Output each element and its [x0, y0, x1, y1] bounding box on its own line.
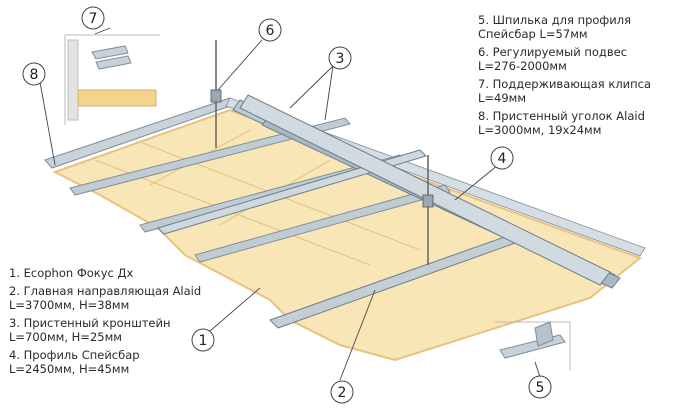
- legend-line: 1. Ecophon Фокус Дх: [9, 266, 134, 280]
- legend-line: 3. Пристенный кронштейн: [9, 316, 171, 330]
- inset-pin: [495, 321, 571, 370]
- inset-wall-clip: [64, 34, 160, 125]
- legend-line: L=49мм: [478, 91, 527, 105]
- callout-7: 7: [81, 6, 105, 30]
- callout-2: 2: [330, 380, 354, 404]
- legend-line: L=276-2000мм: [478, 59, 567, 73]
- svg-text:3: 3: [336, 51, 345, 67]
- callout-5: 5: [528, 375, 552, 399]
- svg-text:6: 6: [266, 23, 275, 39]
- callout-4: 4: [490, 146, 514, 170]
- legend-line: L=3000мм, 19x24мм: [478, 123, 602, 137]
- legend-line: 4. Профиль Спейсбар: [9, 348, 140, 362]
- legend-line: 2. Главная направляющая Alaid: [9, 284, 202, 298]
- legend-line: Спейсбар L=57мм: [478, 27, 588, 41]
- svg-text:7: 7: [89, 11, 98, 27]
- legend-line: 7. Поддерживающая клипса: [478, 77, 652, 91]
- legend-line: L=3700мм, H=38мм: [9, 298, 130, 312]
- callout-8: 8: [22, 62, 46, 86]
- legend-left: 1. Ecophon Фокус Дх 2. Главная направляющ…: [9, 266, 201, 380]
- legend-line: 8. Пристенный уголок Alaid: [478, 109, 645, 123]
- legend-line: 5. Шпилька для профиля: [478, 13, 631, 27]
- svg-text:2: 2: [338, 385, 347, 401]
- legend-line: L=2450мм, H=45мм: [9, 362, 130, 376]
- leader-lines: [39, 27, 541, 381]
- svg-text:8: 8: [30, 67, 39, 83]
- callout-1: 1: [191, 328, 215, 352]
- callouts: 8 7 6 3 4 1 2 5: [22, 6, 552, 404]
- legend-item: 1. Ecophon Фокус Дх: [9, 266, 201, 280]
- callout-6: 6: [258, 18, 282, 42]
- legend-line: L=700мм, H=25мм: [9, 330, 122, 344]
- svg-text:4: 4: [498, 151, 507, 167]
- svg-text:5: 5: [536, 380, 545, 396]
- spacebar-main: [239, 94, 611, 286]
- callout-3: 3: [328, 46, 352, 70]
- hanger-clips: [210, 89, 434, 208]
- svg-text:1: 1: [199, 333, 208, 349]
- legend-line: 6. Регулируемый подвес: [478, 45, 628, 59]
